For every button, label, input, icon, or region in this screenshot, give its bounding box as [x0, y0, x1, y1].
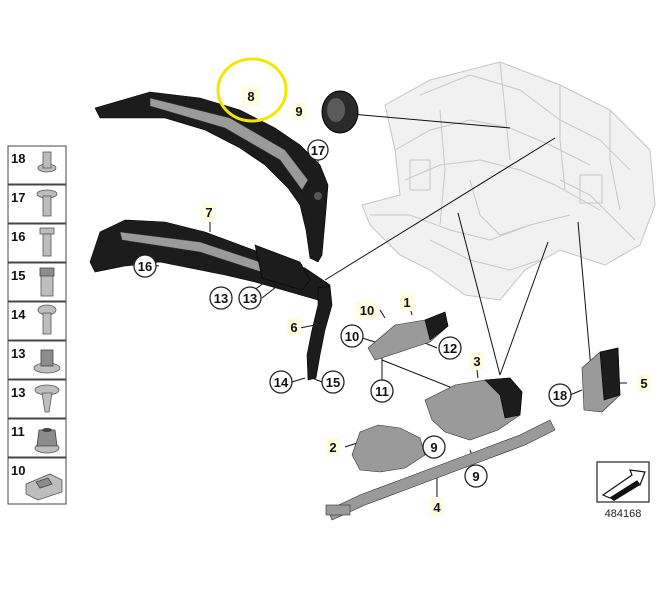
fastener-number: 15 [11, 268, 25, 283]
callout-16: 16 [133, 254, 157, 278]
callout-8-box [242, 87, 260, 106]
callout-13-left-label: 13 [214, 291, 228, 306]
callout-10-lower: 10 [340, 324, 364, 348]
arrow-shadow-icon [610, 481, 640, 501]
callout-1-label: 1 [403, 295, 410, 310]
callout-11-label: 11 [375, 384, 389, 399]
callout-7: 7 [202, 203, 216, 221]
callout-14: 14 [269, 370, 293, 394]
fastener-number: 17 [11, 190, 25, 205]
part-2-heat-shield [351, 424, 426, 473]
highlight-ring [216, 57, 288, 123]
fastener-number: 10 [11, 463, 25, 478]
callout-5-label: 5 [640, 376, 647, 391]
callout-17: 17 [307, 139, 329, 161]
callout-12-label: 12 [443, 341, 457, 356]
callout-13-right: 13 [238, 286, 262, 310]
callout-6: 6 [287, 318, 301, 336]
callout-11: 11 [370, 379, 394, 403]
fastener-row [7, 262, 67, 302]
part-7-tab [254, 244, 311, 291]
fastener-number: 16 [11, 229, 25, 244]
callout-4: 4 [430, 498, 444, 516]
body-structure-outline [361, 61, 656, 301]
hex-bolt-icon [39, 227, 55, 257]
callout-9-mid-label: 9 [430, 440, 437, 455]
flange-screw-icon [36, 189, 58, 217]
callout-13-right-label: 13 [243, 291, 257, 306]
fastener-number: 18 [11, 151, 25, 166]
push-rivet-icon [34, 384, 60, 413]
callout-10-lower-label: 10 [345, 329, 359, 344]
part-6-strut [306, 285, 333, 381]
fastener-number: 13 [11, 385, 25, 400]
part-3-shade [484, 377, 523, 419]
fastener-row [7, 379, 67, 419]
callout-2: 2 [326, 438, 340, 456]
callout-8-label: 8 [247, 89, 254, 104]
fastener-number: 14 [11, 307, 26, 322]
part-4-rail [327, 419, 556, 521]
part-8-bracket [94, 91, 329, 263]
fastener-row [7, 223, 67, 263]
part-8-mount-hole [314, 192, 322, 200]
callout-8: 8 [216, 57, 288, 123]
callout-1: 1 [400, 293, 414, 311]
callout-10-top-label: 10 [360, 303, 374, 318]
collar-nut-icon [33, 349, 61, 374]
callout-12: 12 [438, 336, 462, 360]
hex-nut-icon [34, 428, 60, 454]
callout-9-low: 9 [464, 464, 488, 488]
callout-16-label: 16 [138, 259, 152, 274]
callout-13-left: 13 [209, 286, 233, 310]
callout-5: 5 [637, 374, 651, 392]
callout-15-label: 15 [326, 375, 340, 390]
callout-9-top-label: 9 [295, 104, 302, 119]
callout-9-top: 9 [292, 102, 306, 120]
callout-10-top: 10 [356, 301, 378, 319]
fastener-row [7, 301, 67, 341]
callout-18: 18 [548, 383, 572, 407]
callout-17-label: 17 [311, 143, 325, 158]
callout-18-label: 18 [553, 388, 567, 403]
callout-3: 3 [470, 352, 484, 370]
callout-7-label: 7 [205, 205, 212, 220]
part-9-cap [321, 90, 359, 134]
fastener-number: 13 [11, 346, 25, 361]
part-5-shade [599, 347, 621, 401]
orientation-arrow: 484168 [596, 461, 650, 520]
part-4-end-tab [325, 504, 351, 516]
fastener-number: 11 [11, 424, 25, 439]
part-8-rib [149, 97, 309, 191]
clip-nut-icon [25, 473, 63, 501]
fastener-row [7, 145, 67, 185]
fastener-table: 18 17 16 15 14 [7, 145, 67, 505]
callout-9-low-label: 9 [472, 469, 479, 484]
torx-bolt-icon [37, 304, 57, 335]
callout-14-label: 14 [274, 375, 289, 390]
sleeve-nut-icon [39, 267, 55, 297]
fastener-row [7, 340, 67, 380]
fastener-row [7, 184, 67, 224]
callout-9-mid: 9 [422, 435, 446, 459]
callout-4-label: 4 [433, 500, 441, 515]
callout-15: 15 [321, 370, 345, 394]
arrow-icon [601, 469, 646, 499]
part-1-edge [424, 311, 449, 341]
cap-screw-icon [37, 151, 57, 173]
callout-6-label: 6 [290, 320, 297, 335]
diagram-reference-number: 484168 [605, 508, 642, 520]
callout-3-label: 3 [473, 354, 480, 369]
callout-2-label: 2 [329, 440, 336, 455]
